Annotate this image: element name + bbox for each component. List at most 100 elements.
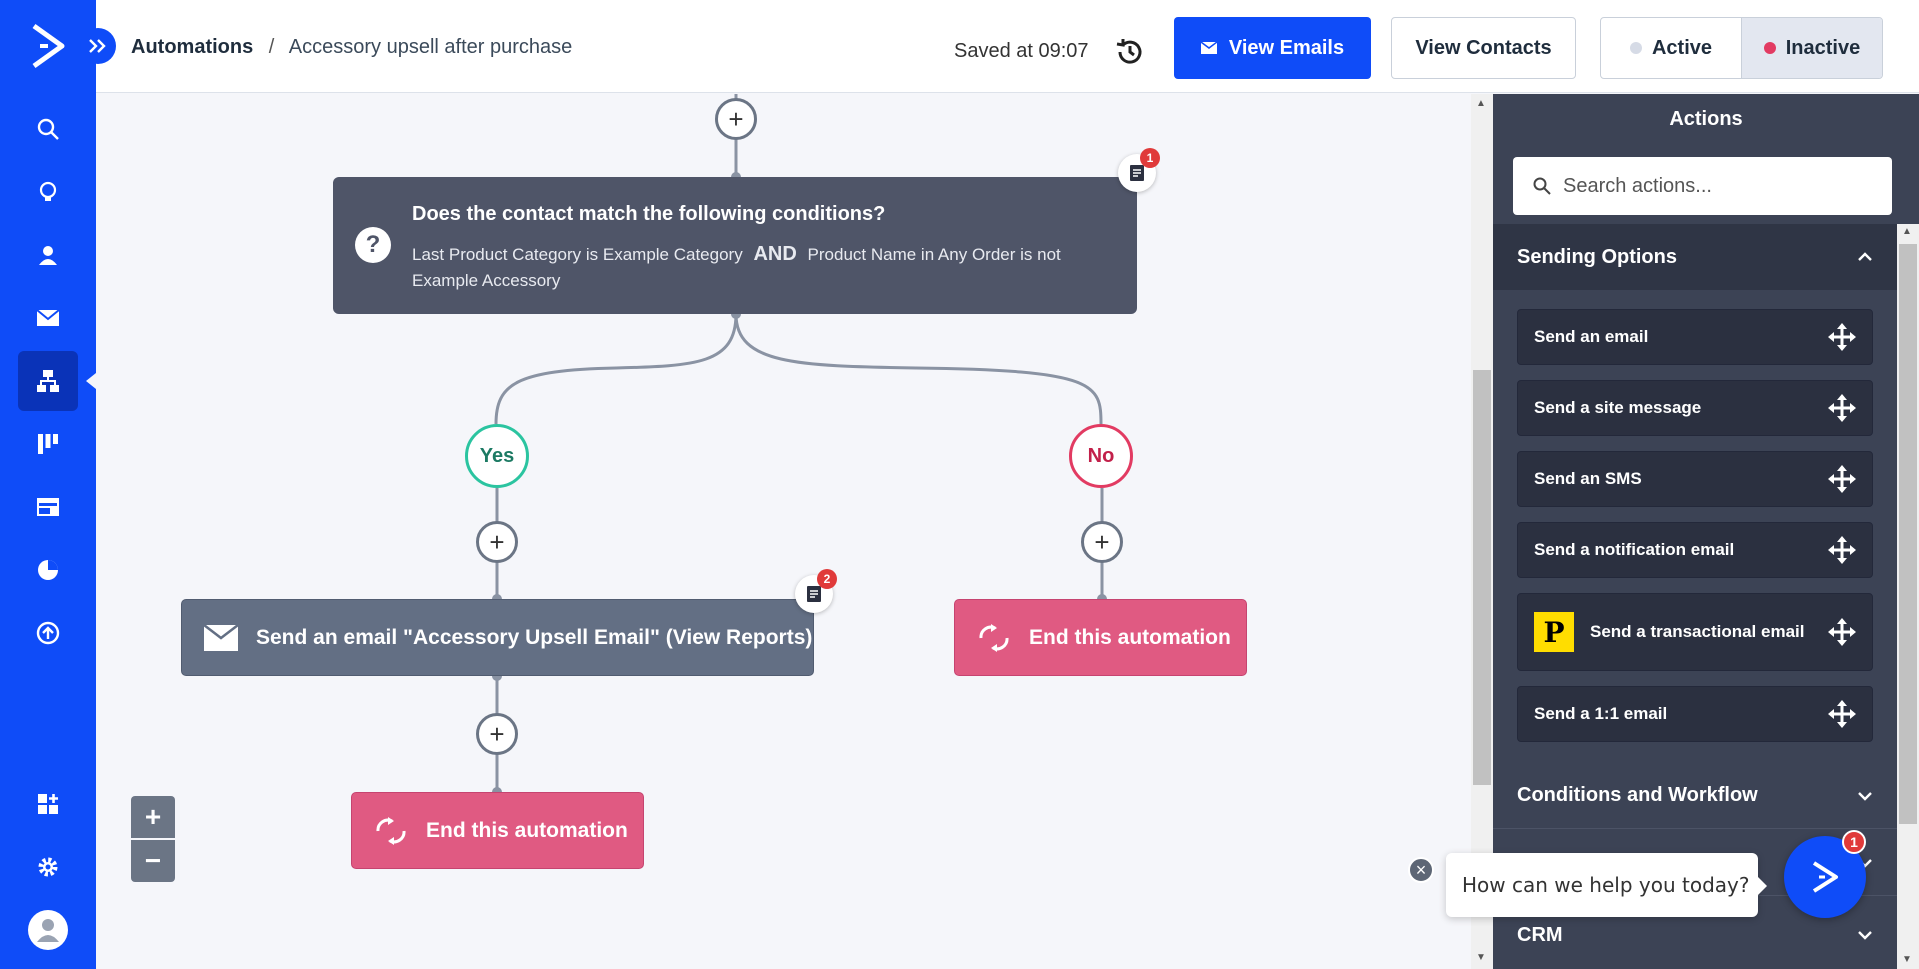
contact-icon <box>39 246 57 265</box>
condition-part-2: Product Name in Any Order is not Example… <box>412 245 1061 290</box>
chevron-up-icon <box>1858 252 1872 261</box>
note-icon <box>1130 165 1144 181</box>
chat-close-button[interactable]: × <box>1408 857 1434 883</box>
nav-search[interactable] <box>18 99 78 159</box>
move-icon[interactable] <box>1828 323 1856 351</box>
status-toggle: Active Inactive <box>1600 17 1883 79</box>
action-send-sms[interactable]: Send an SMS <box>1517 451 1873 507</box>
action-send-one-to-one-email-label: Send a 1:1 email <box>1534 704 1668 723</box>
nav-deals[interactable] <box>18 414 78 474</box>
breadcrumb-automations-link[interactable]: Automations <box>131 36 254 58</box>
email-notes-button[interactable]: 2 <box>795 569 837 613</box>
condition-part-1: Last Product Category is Example Categor… <box>412 245 743 264</box>
view-contacts-button[interactable]: View Contacts <box>1391 17 1576 79</box>
section-conditions-workflow-label: Conditions and Workflow <box>1517 784 1758 806</box>
zoom-out-button[interactable]: − <box>131 840 175 882</box>
move-icon[interactable] <box>1828 465 1856 493</box>
actions-search-box[interactable] <box>1513 157 1892 215</box>
condition-notes-button[interactable]: 1 <box>1118 148 1160 192</box>
condition-notes-count: 1 <box>1140 148 1160 168</box>
chevron-down-icon <box>1858 931 1872 940</box>
history-icon[interactable] <box>1114 36 1146 68</box>
scroll-up-arrow-icon[interactable]: ▲ <box>1476 98 1486 109</box>
nav-website[interactable] <box>18 477 78 537</box>
search-icon <box>1533 177 1551 195</box>
pipeline-icon <box>38 434 58 454</box>
action-send-transactional-email[interactable]: P Send a transactional email <box>1517 593 1873 671</box>
double-chevron-right-icon <box>89 39 106 53</box>
action-send-site-message[interactable]: Send a site message <box>1517 380 1873 436</box>
nav-campaigns[interactable] <box>18 288 78 348</box>
condition-step[interactable]: ? Does the contact match the following c… <box>333 177 1137 314</box>
postmark-logo-icon: P <box>1534 612 1574 652</box>
breadcrumb: Automations / Accessory upsell after pur… <box>131 36 572 59</box>
action-send-transactional-email-label: Send a transactional email <box>1590 622 1805 641</box>
active-status-label: Active <box>1651 36 1713 59</box>
action-send-notification-email[interactable]: Send a notification email <box>1517 522 1873 578</box>
nav-ideas[interactable] <box>18 162 78 222</box>
action-send-transactional-email-content: P Send a transactional email <box>1534 612 1804 652</box>
saved-status: Saved at 09:07 <box>954 40 1089 62</box>
end-automation-yes-step[interactable]: End this automation <box>351 792 644 869</box>
actions-panel: Actions Sending Options Send an email Se… <box>1493 94 1919 969</box>
chat-prompt-bubble[interactable]: How can we help you today? <box>1446 853 1767 917</box>
add-step-button[interactable]: + <box>715 98 757 140</box>
send-email-step[interactable]: Send an email "Accessory Upsell Email" (… <box>181 599 814 676</box>
actions-search-input[interactable] <box>1563 174 1863 198</box>
question-icon: ? <box>355 227 391 263</box>
nav-automations[interactable] <box>18 351 96 411</box>
section-sending-options-label: Sending Options <box>1517 245 1677 268</box>
refresh-arrows-icon <box>376 816 406 845</box>
add-step-after-email-button[interactable]: + <box>476 713 518 755</box>
no-branch[interactable]: No <box>1069 424 1133 488</box>
action-send-sms-label: Send an SMS <box>1534 469 1642 488</box>
nav-reports[interactable] <box>18 540 78 600</box>
canvas-scrollbar-thumb[interactable] <box>1473 370 1491 785</box>
workflow-canvas[interactable]: + ? Does the contact match the following… <box>96 94 1471 969</box>
add-step-no-button[interactable]: + <box>1081 521 1123 563</box>
scroll-down-arrow-icon[interactable]: ▼ <box>1476 952 1486 963</box>
active-status-option[interactable]: Active <box>1601 18 1741 78</box>
chat-logo-icon <box>1812 861 1838 893</box>
move-icon[interactable] <box>1828 618 1856 646</box>
nav-settings[interactable] <box>18 837 78 897</box>
add-step-yes-button[interactable]: + <box>476 521 518 563</box>
action-send-email-label: Send an email <box>1534 327 1649 346</box>
action-send-one-to-one-email[interactable]: Send a 1:1 email <box>1517 686 1873 742</box>
canvas-scrollbar[interactable]: ▲ ▼ <box>1471 94 1493 969</box>
nav-profile[interactable] <box>18 900 78 960</box>
nav-contacts[interactable] <box>18 225 78 285</box>
chat-badge-count: 1 <box>1842 830 1866 854</box>
inactive-status-option[interactable]: Inactive <box>1741 18 1882 78</box>
section-sending-options[interactable]: Sending Options <box>1493 224 1897 290</box>
section-crm[interactable]: CRM <box>1493 902 1897 968</box>
nav-apps[interactable] <box>18 774 78 834</box>
panel-scrollbar[interactable]: ▲ ▼ <box>1897 224 1919 969</box>
lightbulb-icon <box>39 181 57 201</box>
move-icon[interactable] <box>1828 536 1856 564</box>
action-send-email[interactable]: Send an email <box>1517 309 1873 365</box>
inactive-status-label: Inactive <box>1785 36 1861 59</box>
panel-scroll-down-icon[interactable]: ▼ <box>1902 954 1912 965</box>
move-icon[interactable] <box>1828 700 1856 728</box>
app-logo-icon[interactable] <box>28 22 68 70</box>
end-automation-no-step[interactable]: End this automation <box>954 599 1247 676</box>
yes-branch[interactable]: Yes <box>465 424 529 488</box>
expand-nav-button[interactable] <box>80 28 116 64</box>
breadcrumb-separator: / <box>268 36 275 58</box>
section-conditions-workflow[interactable]: Conditions and Workflow <box>1493 763 1897 829</box>
website-icon <box>37 498 59 516</box>
view-emails-label: View Emails <box>1228 36 1345 59</box>
search-icon <box>37 118 59 140</box>
nav-upgrade[interactable] <box>18 603 78 663</box>
chat-prompt-text: How can we help you today? <box>1462 873 1750 897</box>
chat-launcher-button[interactable]: 1 <box>1784 830 1866 918</box>
panel-scrollbar-thumb[interactable] <box>1899 244 1917 824</box>
view-emails-button[interactable]: View Emails <box>1174 17 1371 79</box>
panel-scroll-up-icon[interactable]: ▲ <box>1902 226 1912 237</box>
move-icon[interactable] <box>1828 394 1856 422</box>
condition-description: Last Product Category is Example Categor… <box>412 241 1112 294</box>
reports-icon <box>38 560 58 580</box>
zoom-in-button[interactable]: + <box>131 796 175 838</box>
actions-panel-title: Actions <box>1669 108 1743 130</box>
